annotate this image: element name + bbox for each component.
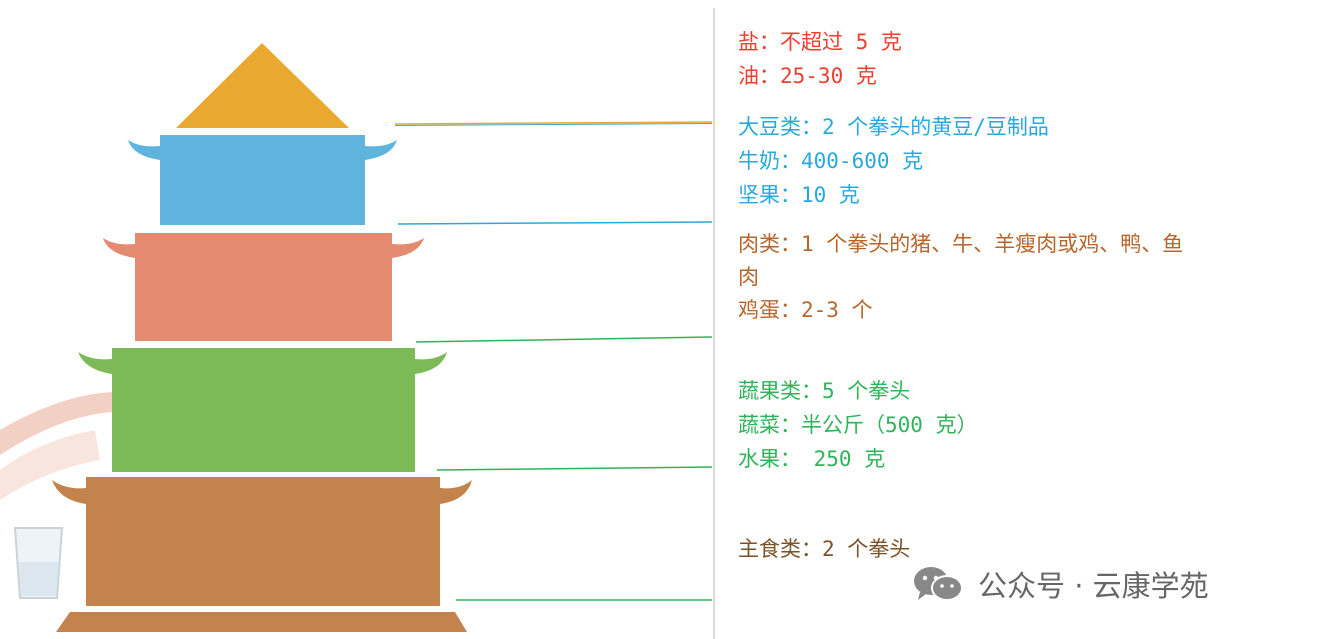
- veg-fruit-group: 蔬果类：5 个拳头 蔬菜：半公斤（500 克） 水果： 250 克: [738, 374, 978, 476]
- plate-arc-inner: [0, 430, 100, 500]
- tier-soy-dairy: [160, 150, 365, 225]
- egg-line: 鸡蛋：2-3 个: [738, 298, 873, 322]
- tier-veg-fruit: [112, 364, 415, 472]
- salt-line: 盐：不超过 5 克: [738, 30, 902, 54]
- soy-line: 大豆类：2 个拳头的黄豆/豆制品: [738, 115, 1049, 139]
- soy-dairy-group: 大豆类：2 个拳头的黄豆/豆制品 牛奶：400-600 克 坚果：10 克: [738, 110, 1049, 212]
- leader-line-veg-fruit: [436, 466, 713, 471]
- fruit-line: 水果： 250 克: [738, 447, 886, 471]
- veg-fruit-line: 蔬果类：5 个拳头: [738, 379, 911, 403]
- leader-line-meat-egg: [415, 336, 713, 343]
- meat-egg-group: 肉类：1 个拳头的猪、牛、羊瘦肉或鸡、鸭、鱼 肉 鸡蛋：2-3 个: [738, 228, 1183, 327]
- tier-roof: [176, 43, 349, 128]
- staple-line: 主食类：2 个拳头: [738, 537, 911, 561]
- salt-oil-group: 盐：不超过 5 克 油：25-30 克: [738, 25, 902, 93]
- staple-group: 主食类：2 个拳头: [738, 532, 910, 566]
- leader-line-salt-oil-2: [394, 123, 713, 126]
- oil-line: 油：25-30 克: [738, 64, 877, 88]
- vertical-divider: [713, 8, 715, 639]
- leader-line-salt-oil: [394, 121, 713, 125]
- vegetable-line: 蔬菜：半公斤（500 克）: [738, 413, 978, 437]
- nuts-line: 坚果：10 克: [738, 183, 860, 207]
- watermark-text: 公众号 · 云康学苑: [978, 569, 1209, 603]
- meat-line: 肉类：1 个拳头的猪、牛、羊瘦肉或鸡、鸭、鱼: [738, 232, 1184, 256]
- tier-base: [56, 612, 467, 632]
- plate-arc: [0, 392, 112, 455]
- tier-meat-eggs: [135, 248, 392, 341]
- water-glass-icon: [13, 527, 64, 599]
- watermark: 公众号 · 云康学苑: [912, 563, 1209, 605]
- food-pagoda-diagram: [0, 43, 713, 632]
- leader-line-soy-dairy: [397, 221, 713, 225]
- milk-line: 牛奶：400-600 克: [738, 149, 924, 173]
- wechat-icon: [912, 565, 964, 603]
- tier-staple: [86, 494, 440, 606]
- meat-line-cont: 肉: [738, 265, 759, 289]
